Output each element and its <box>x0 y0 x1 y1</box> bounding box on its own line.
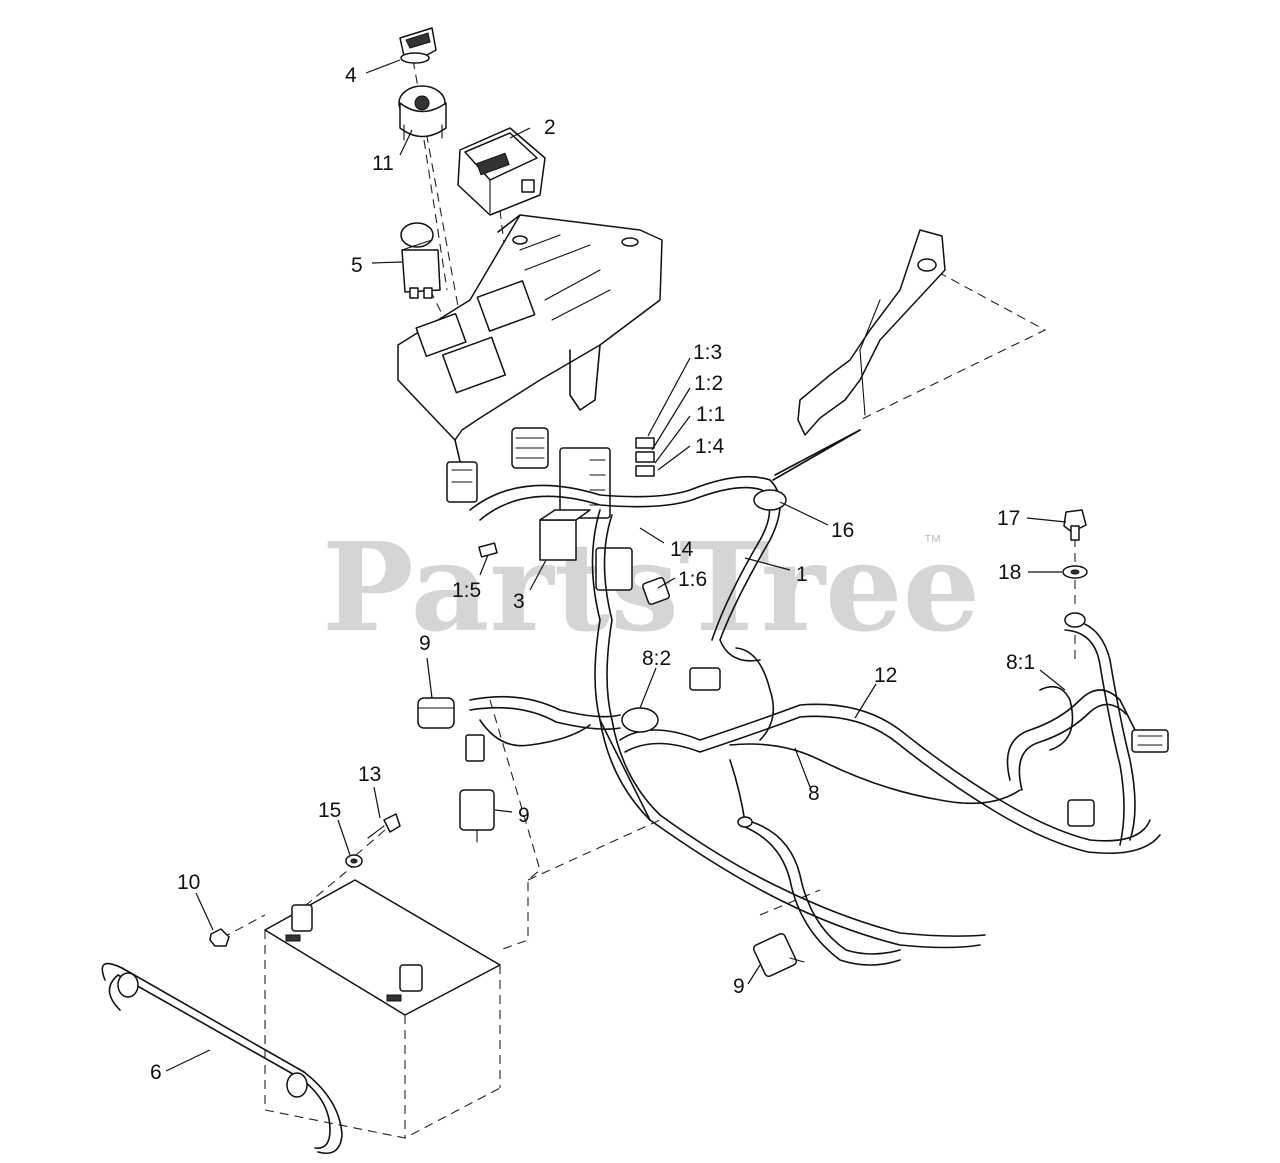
callout-18: 18 <box>998 561 1021 584</box>
callout-5: 5 <box>351 254 363 277</box>
callout-10: 10 <box>177 871 200 894</box>
dash-panel-bracket <box>397 214 663 483</box>
callout-13: 13 <box>358 763 381 786</box>
callout-16: 16 <box>831 519 854 542</box>
callout-9-lower: 9 <box>733 975 745 998</box>
bolt-and-washer <box>1062 509 1088 579</box>
battery-hold-down-rod <box>101 962 343 1154</box>
callout-9-middle: 9 <box>518 804 530 827</box>
secondary-harness <box>619 612 1169 855</box>
battery-hardware <box>209 813 401 947</box>
callout-2: 2 <box>544 116 556 139</box>
callout-1-4: 1:4 <box>695 435 725 458</box>
battery <box>264 879 501 1139</box>
callout-8-2: 8:2 <box>642 647 671 670</box>
hour-meter-display <box>457 127 546 216</box>
callout-11: 11 <box>372 152 394 175</box>
callout-8-1: 8:1 <box>1006 651 1035 674</box>
watermark-trademark: ™ <box>923 532 942 553</box>
callout-9-upper: 9 <box>419 632 431 655</box>
callout-labels: 4 2 11 5 1:3 1:2 1:1 1:4 16 14 1 1:5 3 1… <box>150 64 1035 1084</box>
callout-17: 17 <box>997 507 1020 530</box>
callout-8: 8 <box>808 782 820 805</box>
callout-1-2: 1:2 <box>694 372 723 395</box>
callout-1-5: 1:5 <box>452 579 481 602</box>
ignition-key <box>399 27 437 64</box>
callout-4: 4 <box>345 64 357 87</box>
callout-1-1: 1:1 <box>696 403 725 426</box>
callout-1-3: 1:3 <box>693 341 722 364</box>
callout-15: 15 <box>318 799 341 822</box>
callout-6: 6 <box>150 1061 162 1084</box>
callout-14: 14 <box>670 538 694 561</box>
pto-switch <box>400 222 441 299</box>
callout-1-6: 1:6 <box>678 568 707 591</box>
callout-leader-lines <box>165 59 1067 1072</box>
safety-switches <box>417 697 805 978</box>
callout-1: 1 <box>796 563 808 586</box>
frame-bracket-right <box>774 229 946 476</box>
ignition-switch <box>398 85 447 141</box>
callout-12: 12 <box>874 664 897 687</box>
callout-3: 3 <box>513 590 525 613</box>
main-wiring-harness <box>469 429 986 966</box>
